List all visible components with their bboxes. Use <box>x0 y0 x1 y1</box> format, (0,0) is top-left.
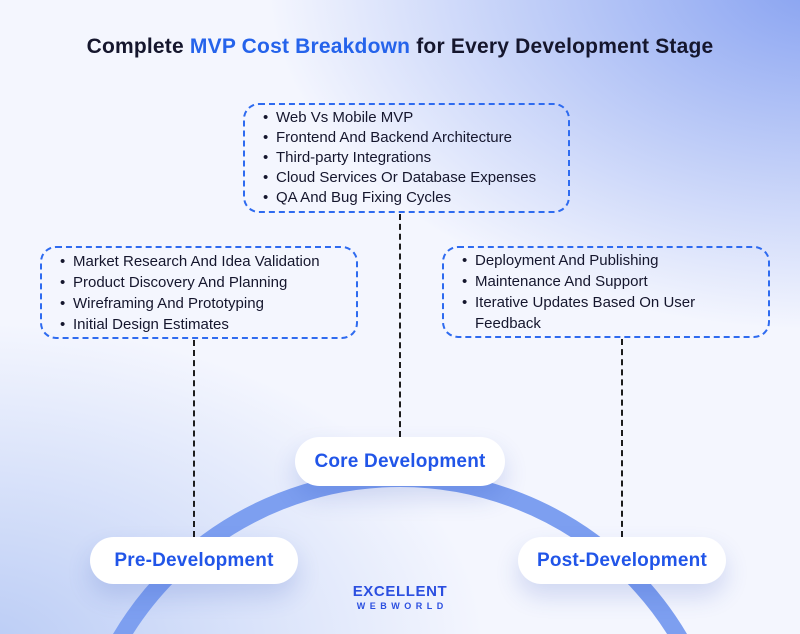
connector-pre-development <box>193 340 195 537</box>
connector-core-development <box>399 214 401 437</box>
pre-development-cost-box: Market Research And Idea Validation Prod… <box>40 246 358 339</box>
page-title: Complete MVP Cost Breakdown for Every De… <box>0 35 800 59</box>
list-item: Initial Design Estimates <box>60 314 320 335</box>
core-development-cost-list: Web Vs Mobile MVP Frontend And Backend A… <box>245 108 546 208</box>
list-item: Wireframing And Prototyping <box>60 293 320 314</box>
core-development-cost-box: Web Vs Mobile MVP Frontend And Backend A… <box>243 103 570 213</box>
list-item: Third-party Integrations <box>263 148 536 168</box>
title-suffix: for Every Development Stage <box>416 35 714 58</box>
stage-pill-post-development: Post-Development <box>518 537 726 584</box>
list-item: Product Discovery And Planning <box>60 272 320 293</box>
post-development-cost-box: Deployment And Publishing Maintenance An… <box>442 246 770 338</box>
list-item: Iterative Updates Based On User Feedback <box>462 292 758 334</box>
list-item: Web Vs Mobile MVP <box>263 108 536 128</box>
title-highlight: MVP Cost Breakdown <box>189 35 411 58</box>
stage-pill-pre-development: Pre-Development <box>90 537 298 584</box>
list-item: QA And Bug Fixing Cycles <box>263 188 536 208</box>
post-development-cost-list: Deployment And Publishing Maintenance An… <box>444 250 768 334</box>
list-item: Maintenance And Support <box>462 271 758 292</box>
list-item: Cloud Services Or Database Expenses <box>263 168 536 188</box>
stage-pill-core-development: Core Development <box>295 437 505 486</box>
list-item: Frontend And Backend Architecture <box>263 128 536 148</box>
title-prefix: Complete <box>86 35 184 58</box>
list-item: Market Research And Idea Validation <box>60 251 320 272</box>
logo-wordmark-line2: WEBWORLD <box>356 601 448 611</box>
excellent-webworld-logo: EXCELLENT WEBWORLD <box>0 583 800 611</box>
connector-post-development <box>621 339 623 537</box>
list-item: Deployment And Publishing <box>462 250 758 271</box>
pre-development-cost-list: Market Research And Idea Validation Prod… <box>42 251 330 335</box>
logo-wordmark-line1: EXCELLENT <box>352 583 448 600</box>
